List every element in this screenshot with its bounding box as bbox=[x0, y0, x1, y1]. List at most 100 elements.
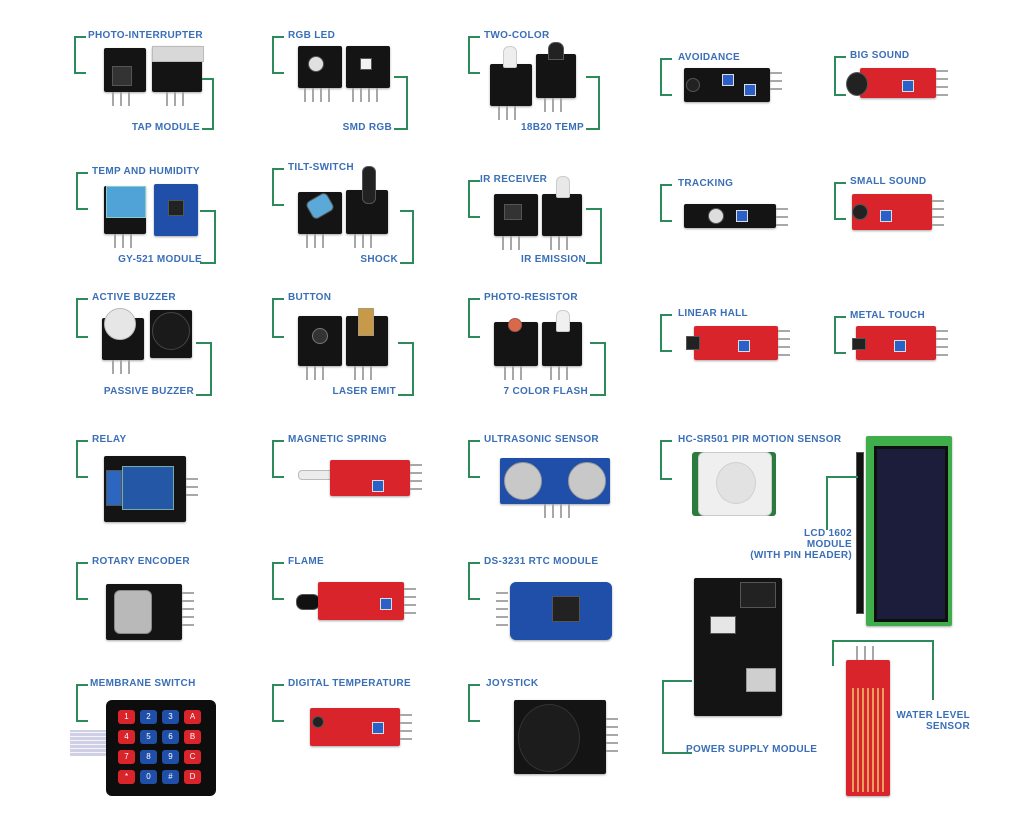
bracket bbox=[272, 562, 284, 600]
microphone bbox=[846, 72, 868, 96]
label-gy521: GY-521 MODULE bbox=[118, 254, 202, 265]
label-7-color-flash: 7 COLOR FLASH bbox=[503, 386, 588, 397]
label-water-level-line2: SENSOR bbox=[925, 721, 970, 732]
bracket bbox=[662, 680, 692, 754]
keypad-key[interactable]: C bbox=[184, 750, 201, 764]
bracket bbox=[76, 562, 88, 600]
keypad-key[interactable]: 1 bbox=[118, 710, 135, 724]
label-rotary-encoder: ROTARY ENCODER bbox=[92, 556, 190, 567]
bracket bbox=[202, 78, 214, 130]
power-header bbox=[710, 616, 736, 634]
flash-led bbox=[556, 310, 570, 332]
interrupter-slot bbox=[112, 66, 132, 86]
label-digital-temperature: DIGITAL TEMPERATURE bbox=[288, 678, 411, 689]
bracket bbox=[76, 440, 88, 478]
bracket bbox=[272, 440, 284, 478]
pins bbox=[354, 366, 378, 380]
bracket bbox=[660, 58, 672, 96]
buzzer bbox=[104, 308, 136, 340]
18b20-module bbox=[536, 54, 576, 98]
label-photo-interrupter: PHOTO-INTERRUPTER bbox=[88, 30, 203, 41]
bracket bbox=[834, 316, 846, 354]
microphone bbox=[852, 204, 868, 220]
pins bbox=[776, 208, 788, 228]
label-magnetic-spring: MAGNETIC SPRING bbox=[288, 434, 387, 445]
pins bbox=[354, 234, 378, 248]
keypad-key[interactable]: 8 bbox=[140, 750, 157, 764]
pins bbox=[114, 234, 138, 248]
label-ir-receiver: IR RECEIVER bbox=[480, 174, 548, 185]
led bbox=[503, 46, 517, 68]
bracket bbox=[468, 180, 480, 218]
bracket bbox=[832, 640, 848, 666]
bracket bbox=[826, 476, 858, 530]
label-avoidance: AVOIDANCE bbox=[678, 52, 740, 63]
transducer-left bbox=[504, 462, 542, 500]
keypad-key[interactable]: 0 bbox=[140, 770, 157, 784]
rgb-led bbox=[308, 56, 324, 72]
label-flame: FLAME bbox=[288, 556, 324, 567]
label-photo-resistor: PHOTO-RESISTOR bbox=[484, 292, 578, 303]
keypad-key[interactable]: A bbox=[184, 710, 201, 724]
pins bbox=[186, 478, 198, 498]
potentiometer bbox=[880, 210, 892, 222]
bracket bbox=[74, 36, 86, 74]
pins bbox=[936, 70, 948, 100]
keypad-key[interactable]: 6 bbox=[162, 730, 179, 744]
bracket bbox=[660, 184, 672, 222]
flame-sensor bbox=[296, 594, 320, 610]
potentiometer bbox=[894, 340, 906, 352]
bracket bbox=[468, 684, 480, 722]
encoder-knob bbox=[114, 590, 152, 634]
transducer-right bbox=[568, 462, 606, 500]
joystick-knob bbox=[518, 704, 580, 772]
ldr bbox=[508, 318, 522, 332]
keypad-key[interactable]: 2 bbox=[140, 710, 157, 724]
label-lcd-line2: MODULE bbox=[806, 539, 852, 550]
ribbon-cable bbox=[70, 730, 110, 756]
digital-temperature-module bbox=[310, 708, 400, 746]
bracket bbox=[586, 208, 602, 264]
keypad-key[interactable]: 5 bbox=[140, 730, 157, 744]
keypad-key[interactable]: 4 bbox=[118, 730, 135, 744]
bracket bbox=[834, 56, 846, 96]
keypad-key[interactable]: 7 bbox=[118, 750, 135, 764]
keypad-key[interactable]: * bbox=[118, 770, 135, 784]
bracket bbox=[468, 440, 480, 478]
label-tilt-switch: TILT-SWITCH bbox=[288, 162, 354, 173]
label-18b20-temp: 18B20 TEMP bbox=[520, 122, 584, 133]
bracket bbox=[400, 210, 414, 264]
keypad-key[interactable]: 9 bbox=[162, 750, 179, 764]
label-tap-module: TAP MODULE bbox=[131, 122, 200, 133]
keypad-key[interactable]: D bbox=[184, 770, 201, 784]
pins bbox=[936, 330, 948, 358]
keypad-key[interactable]: # bbox=[162, 770, 179, 784]
label-water-level-line1: WATER LEVEL bbox=[896, 710, 970, 721]
dc-jack bbox=[740, 582, 776, 608]
pins bbox=[112, 360, 136, 374]
bracket bbox=[846, 640, 934, 700]
pins bbox=[502, 236, 526, 250]
two-color-module bbox=[490, 64, 532, 106]
keypad-key[interactable]: 3 bbox=[162, 710, 179, 724]
label-lcd-line1: LCD 1602 bbox=[804, 528, 852, 539]
label-membrane-switch: MEMBRANE SWITCH bbox=[90, 678, 196, 689]
keypad-key[interactable]: B bbox=[184, 730, 201, 744]
label-relay: RELAY bbox=[92, 434, 127, 445]
pins bbox=[550, 366, 574, 380]
shock-spring bbox=[362, 166, 376, 204]
label-smd-rgb: SMD RGB bbox=[342, 122, 392, 133]
label-passive-buzzer: PASSIVE BUZZER bbox=[103, 386, 194, 397]
bracket bbox=[76, 172, 88, 210]
label-active-buzzer: ACTIVE BUZZER bbox=[92, 292, 176, 303]
mpu6050-chip bbox=[168, 200, 184, 216]
bracket bbox=[468, 562, 480, 600]
relay-block bbox=[122, 466, 174, 510]
water-level-traces bbox=[852, 688, 884, 792]
pins bbox=[112, 92, 136, 106]
potentiometer bbox=[902, 80, 914, 92]
linear-hall-module bbox=[694, 326, 778, 360]
sensor bbox=[548, 42, 564, 60]
pins bbox=[182, 592, 194, 628]
usb-port bbox=[746, 668, 776, 692]
